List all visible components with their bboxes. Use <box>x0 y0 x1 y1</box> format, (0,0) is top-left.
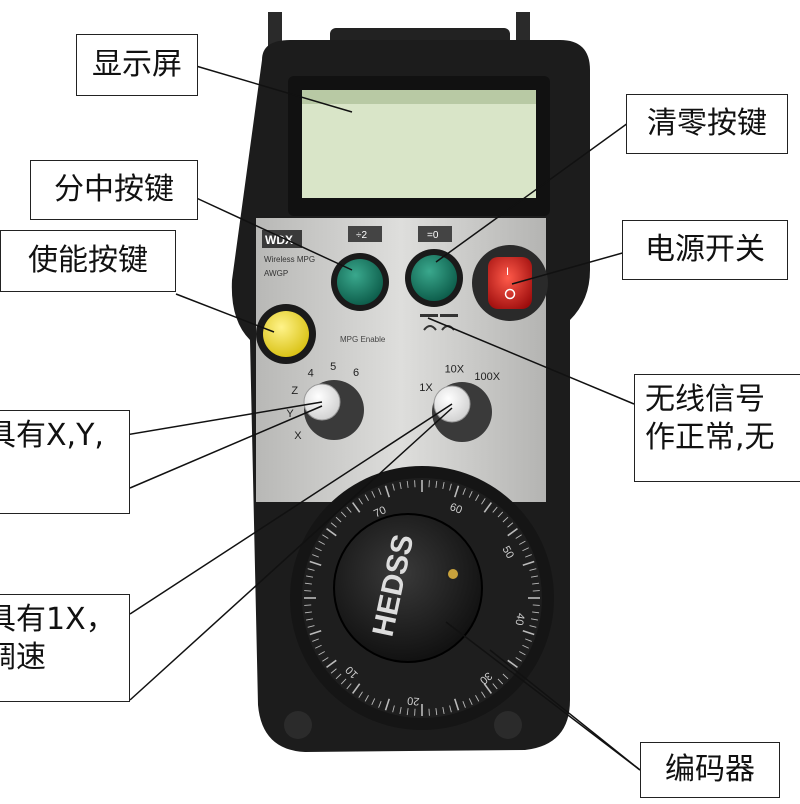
dial-number-40: 40 <box>513 612 527 626</box>
dial-number-20: 20 <box>407 694 420 707</box>
callout-encoder: 编码器 <box>640 742 780 798</box>
callout-enable-button: 使能按键 <box>0 230 176 292</box>
axis-label-6: 6 <box>353 367 359 379</box>
zero-button-label: =0 <box>427 230 439 241</box>
power-on-mark: I <box>506 266 509 278</box>
panel-model-line1: Wireless MPG <box>264 255 315 264</box>
display-glare <box>302 90 536 104</box>
callout-axis-line1: 具有X,Y, <box>0 417 119 455</box>
rate-label-1x: 1X <box>419 382 433 394</box>
handwheel-crank-hole <box>447 568 459 580</box>
body-bump-left <box>284 711 312 739</box>
axis-label-x: X <box>294 430 302 442</box>
callout-rate-line1: 具有1X， <box>0 601 119 639</box>
callout-clear-button: 清零按键 <box>626 94 788 154</box>
callout-wireless: 无线信号 作正常,无 <box>634 374 800 482</box>
enable-button[interactable] <box>263 311 309 357</box>
callout-wireless-line2: 作正常,无 <box>645 419 800 457</box>
callout-rate-line2: 调速 <box>0 639 119 677</box>
callout-enable-button-text: 使能按键 <box>28 242 148 280</box>
callout-power-switch: 电源开关 <box>622 220 788 280</box>
split-button-label: ÷2 <box>356 230 367 241</box>
callout-power-switch-text: 电源开关 <box>645 231 765 269</box>
callout-axis-knob: 具有X,Y, <box>0 410 130 514</box>
callout-rate-knob: 具有1X， 调速 <box>0 594 130 702</box>
rate-label-10x: 10X <box>445 364 465 376</box>
callout-encoder-text: 编码器 <box>665 751 755 789</box>
callout-display-text: 显示屏 <box>92 46 182 84</box>
callout-clear-button-text: 清零按键 <box>647 105 767 143</box>
axis-label-5: 5 <box>330 361 336 373</box>
clear-button[interactable] <box>411 255 457 301</box>
callout-display: 显示屏 <box>76 34 198 96</box>
enable-button-label: MPG Enable <box>340 335 386 344</box>
axis-label-z: Z <box>291 385 298 397</box>
callout-split-button-text: 分中按键 <box>54 171 174 209</box>
display-screen <box>302 90 536 198</box>
rate-label-100x: 100X <box>474 371 500 383</box>
axis-label-4: 4 <box>308 368 314 380</box>
callout-split-button: 分中按键 <box>30 160 198 220</box>
body-bump-right <box>494 711 522 739</box>
callout-wireless-line1: 无线信号 <box>645 381 800 419</box>
panel-model-line2: AWGP <box>264 269 288 278</box>
power-switch[interactable] <box>488 257 532 309</box>
